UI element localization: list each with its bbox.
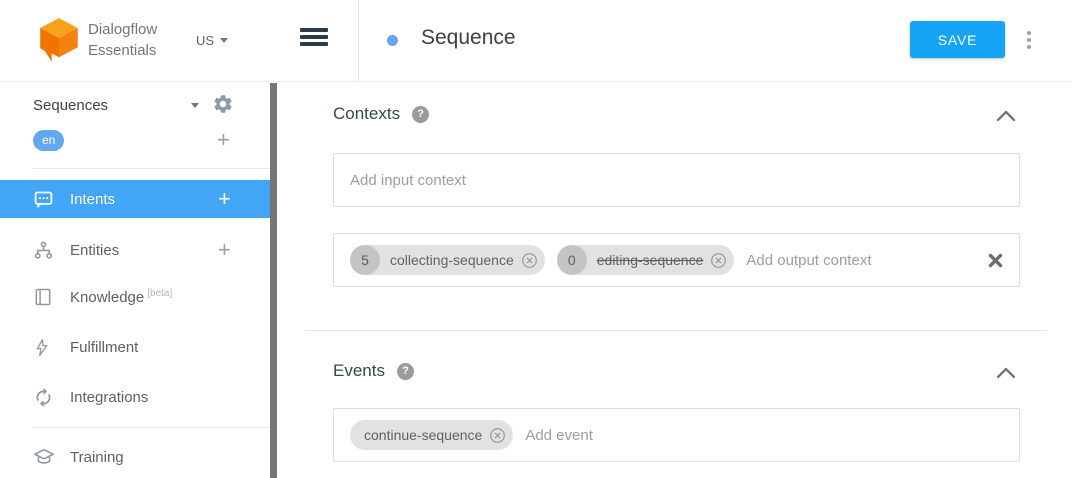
sidebar-item-label: Training (70, 448, 124, 466)
sidebar-item-entities[interactable]: Entities + (0, 231, 270, 269)
event-chip[interactable]: continue-sequence (350, 420, 514, 450)
context-chip-label: editing-sequence (596, 252, 704, 268)
chat-bubble-icon (33, 188, 55, 210)
hamburger-menu-icon[interactable] (300, 28, 328, 49)
remove-event-icon[interactable] (489, 427, 506, 444)
collapse-events-icon[interactable] (995, 365, 1017, 381)
event-input[interactable] (525, 426, 1003, 444)
sidebar-item-label: Fulfillment (70, 338, 139, 356)
sidebar-item-fulfillment[interactable]: Fulfillment (0, 328, 270, 366)
sidebar-item-knowledge[interactable]: Knowledge[beta] (0, 278, 270, 316)
sidebar-item-intents[interactable]: Intents + (0, 180, 270, 218)
section-divider (305, 330, 1047, 331)
remove-context-icon[interactable] (710, 252, 727, 269)
sidebar-item-label: Entities (70, 241, 120, 259)
sync-icon (33, 386, 55, 408)
sidebar-item-label: Knowledge[beta] (70, 288, 173, 306)
output-context-chip[interactable]: 0 editing-sequence (556, 245, 735, 275)
sidebar-scrollbar[interactable] (270, 83, 277, 478)
agent-chevron-down-icon[interactable] (191, 103, 199, 108)
add-language-icon[interactable]: + (217, 127, 230, 152)
book-icon (33, 286, 55, 308)
sidebar-item-label: Integrations (70, 388, 149, 406)
sidebar-item-label: Intents (70, 190, 116, 208)
collapse-contexts-icon[interactable] (995, 108, 1017, 124)
contexts-section-title: Contexts ? (333, 104, 430, 124)
dialogflow-logo-icon (40, 18, 78, 62)
sidebar-divider (33, 427, 270, 428)
language-tab-en[interactable]: en (33, 130, 65, 151)
intent-editor: Contexts ? 5 collecting-sequence 0 editi… (280, 82, 1072, 478)
events-section-title: Events ? (333, 361, 414, 381)
lightning-bolt-icon (33, 336, 55, 358)
header-divider (358, 0, 359, 81)
sitemap-icon (33, 239, 55, 261)
input-context-input[interactable] (350, 171, 1003, 189)
events-field[interactable]: continue-sequence (333, 408, 1020, 462)
region-selector[interactable]: US (196, 33, 229, 48)
clear-contexts-icon[interactable] (988, 253, 1003, 273)
region-label: US (196, 33, 215, 48)
output-context-chip[interactable]: 5 collecting-sequence (350, 245, 545, 275)
context-lifespan[interactable]: 5 (350, 245, 380, 275)
brand-line1: Dialogflow (88, 21, 158, 38)
add-intent-icon[interactable]: + (218, 186, 231, 211)
page-title: Sequence (421, 26, 516, 49)
intent-priority-dot[interactable] (387, 35, 398, 46)
agent-selector[interactable]: Sequences (33, 97, 109, 114)
save-button[interactable]: SAVE (910, 21, 1005, 58)
sidebar-item-integrations[interactable]: Integrations (0, 378, 270, 416)
remove-context-icon[interactable] (521, 252, 538, 269)
chevron-down-icon (220, 38, 229, 43)
sidebar-header: Dialogflow Essentials US (0, 0, 280, 82)
beta-badge: [beta] (147, 288, 173, 299)
gear-icon[interactable] (212, 93, 234, 115)
help-icon[interactable]: ? (396, 362, 414, 380)
event-chip-label: continue-sequence (364, 427, 483, 443)
sidebar-divider (33, 168, 270, 169)
sidebar-item-training[interactable]: Training (0, 438, 270, 476)
graduation-cap-icon (33, 446, 55, 468)
brand-title: Dialogflow Essentials (88, 19, 157, 61)
input-context-field[interactable] (333, 153, 1020, 207)
output-context-field[interactable]: 5 collecting-sequence 0 editing-sequence (333, 233, 1020, 287)
add-entity-icon[interactable]: + (218, 237, 231, 262)
brand-line2: Essentials (88, 42, 157, 59)
more-options-icon[interactable] (1027, 31, 1031, 52)
sidebar: Dialogflow Essentials US Sequences en + (0, 0, 280, 478)
help-icon[interactable]: ? (412, 105, 430, 123)
context-lifespan[interactable]: 0 (556, 245, 587, 275)
output-context-input[interactable] (746, 251, 1003, 269)
context-chip-label: collecting-sequence (390, 252, 514, 268)
main-header: Sequence SAVE (280, 0, 1072, 82)
